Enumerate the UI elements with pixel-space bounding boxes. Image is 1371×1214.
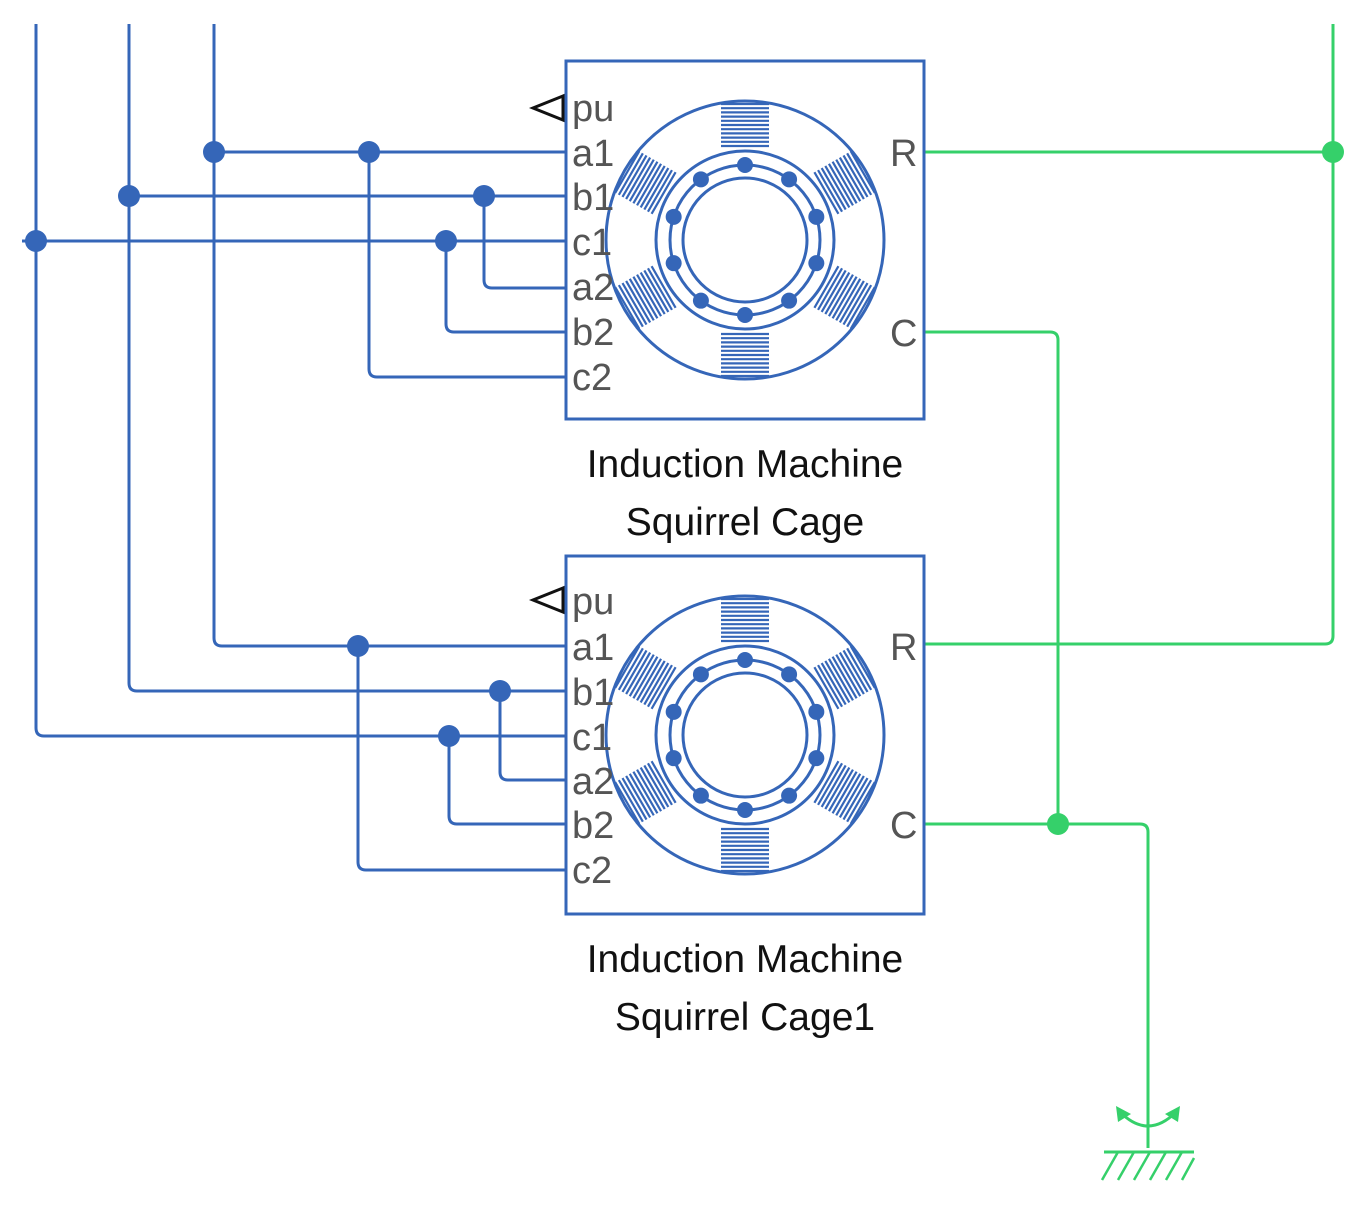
wire-b2-top[interactable] [444, 241, 566, 334]
port-pu: pu [572, 581, 614, 623]
bus-a-vertical[interactable] [212, 24, 566, 648]
port-r[interactable]: R [890, 133, 917, 175]
junctions [25, 141, 1344, 835]
port-a1[interactable]: a1 [572, 133, 614, 175]
junction-dot-icon [473, 185, 495, 207]
port-c2[interactable]: c2 [572, 357, 612, 399]
port-a2[interactable]: a2 [572, 761, 614, 803]
port-b1[interactable]: b1 [572, 672, 614, 714]
junction-dot-icon [347, 635, 369, 657]
wire-c-top[interactable] [924, 330, 1060, 824]
port-c2[interactable]: c2 [572, 850, 612, 892]
wire-b2-bottom[interactable] [447, 736, 566, 826]
induction-machine-icon [604, 594, 886, 876]
port-b1[interactable]: b1 [572, 177, 614, 219]
port-r[interactable]: R [890, 627, 917, 669]
port-b2[interactable]: b2 [572, 805, 614, 847]
wire-r-shared[interactable] [924, 24, 1335, 646]
bus-c-vertical[interactable] [34, 24, 566, 738]
junction-dot-icon [435, 230, 457, 252]
bus-b-vertical[interactable] [127, 24, 566, 693]
wire-c-bottom[interactable] [924, 822, 1150, 1148]
junction-dot-icon [1047, 813, 1069, 835]
block-caption-line2: Squirrel Cage [626, 501, 864, 544]
induction-machine-block-1[interactable]: pu a1 b1 c1 a2 b2 c2 R C Induction Machi… [528, 59, 926, 544]
port-c1[interactable]: c1 [572, 717, 612, 759]
wire-a2-top[interactable] [482, 196, 566, 290]
wire-a2-bottom[interactable] [498, 691, 566, 782]
port-pu: pu [572, 88, 614, 130]
block-caption-line2: Squirrel Cage1 [615, 996, 875, 1039]
induction-machine-icon [604, 99, 886, 381]
port-c1[interactable]: c1 [572, 222, 612, 264]
block-frame [564, 554, 926, 916]
pu-output-arrow-icon [528, 93, 565, 123]
junction-dot-icon [438, 725, 460, 747]
port-c[interactable]: C [890, 805, 917, 847]
mechanical-wires [924, 24, 1335, 1148]
wire-c2-top[interactable] [367, 152, 566, 379]
junction-dot-icon [358, 141, 380, 163]
mechanical-ground-icon[interactable] [1100, 1106, 1196, 1181]
wire-c2-bottom[interactable] [356, 646, 566, 872]
port-b2[interactable]: b2 [572, 312, 614, 354]
port-a2[interactable]: a2 [572, 267, 614, 309]
junction-dot-icon [1322, 141, 1344, 163]
block-frame [564, 59, 926, 421]
induction-machine-block-2[interactable]: pu a1 b1 c1 a2 b2 c2 R C Induction Machi… [528, 554, 926, 1039]
port-c[interactable]: C [890, 313, 917, 355]
junction-dot-icon [203, 141, 225, 163]
block-caption-line1: Induction Machine [587, 938, 904, 981]
junction-dot-icon [489, 680, 511, 702]
electrical-wires [22, 24, 566, 872]
block-caption-line1: Induction Machine [587, 443, 904, 486]
pu-output-arrow-icon [528, 585, 565, 615]
junction-dot-icon [25, 230, 47, 252]
port-a1[interactable]: a1 [572, 627, 614, 669]
junction-dot-icon [118, 185, 140, 207]
